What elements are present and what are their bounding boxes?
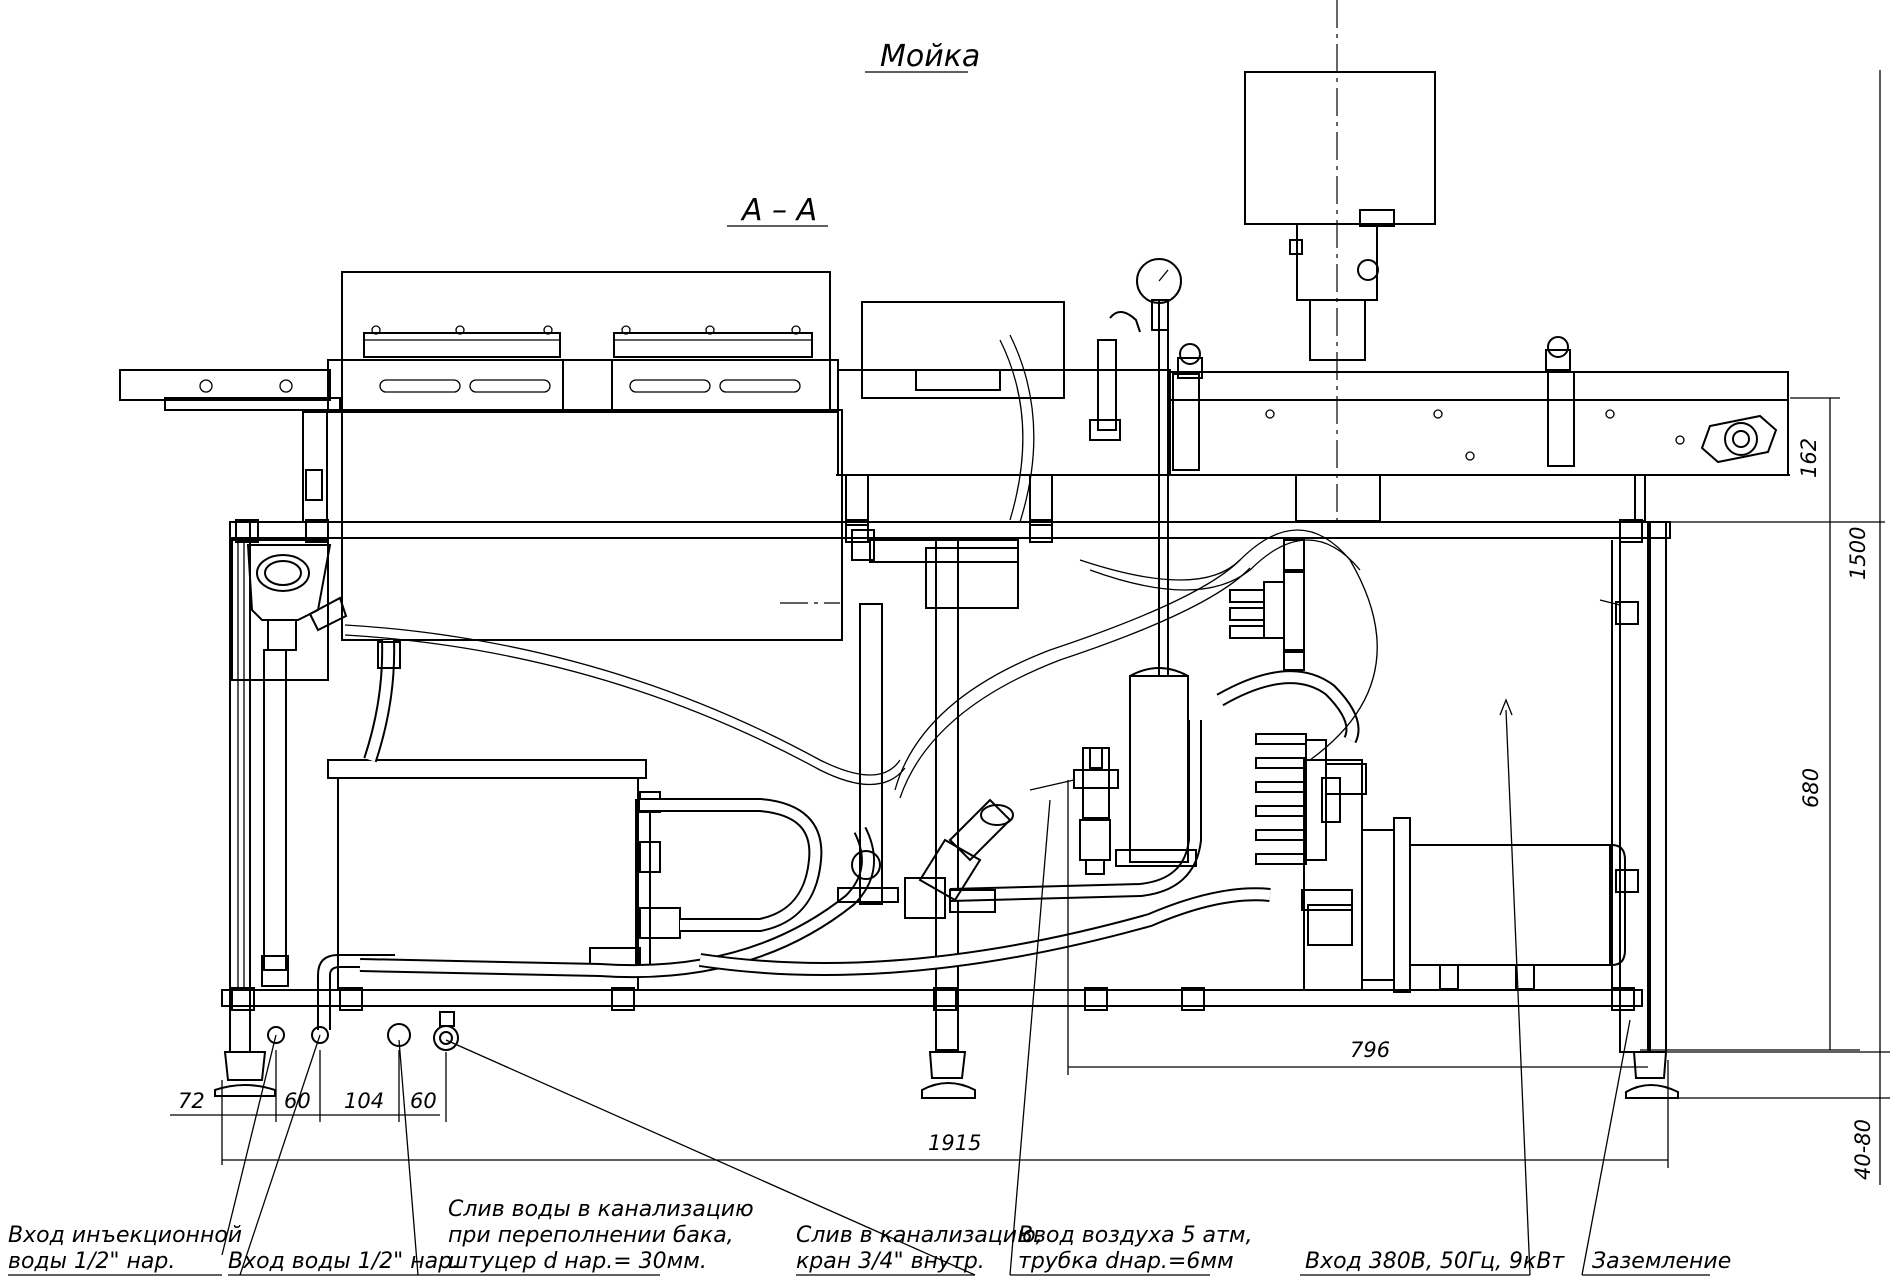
dim-680: 680 bbox=[1799, 768, 1823, 808]
dim-72: 72 bbox=[178, 1089, 205, 1113]
dim-60-b: 60 bbox=[410, 1089, 437, 1113]
title-block: Мойка А – А bbox=[727, 39, 980, 228]
callout-overflow-line3: штуцер d нар.= 30мм. bbox=[448, 1249, 707, 1274]
air-unit bbox=[1029, 258, 1197, 875]
motor bbox=[1301, 759, 1626, 993]
hoses bbox=[344, 334, 1378, 979]
rinse-section bbox=[119, 271, 843, 987]
dimensions: 72 60 104 60 1915 796 162 1500 680 40-80 bbox=[170, 70, 1890, 1185]
leader-lines bbox=[221, 698, 1631, 1276]
callout-injection-water-line1: Вход инъекционной bbox=[8, 1223, 242, 1248]
callouts: Вход инъекционной воды 1/2" нар. Вход во… bbox=[8, 1197, 1731, 1276]
callout-injection-water-line2: воды 1/2" нар. bbox=[8, 1249, 175, 1274]
capping-module bbox=[836, 71, 1790, 526]
center-lines bbox=[780, 0, 1338, 604]
callout-drain-line1: Слив в канализацию, bbox=[796, 1223, 1043, 1248]
distributor-block bbox=[1229, 539, 1367, 865]
dim-104: 104 bbox=[344, 1089, 384, 1113]
callout-air-line1: Ввод воздуха 5 атм, bbox=[1018, 1223, 1252, 1248]
dim-40-80: 40-80 bbox=[1851, 1119, 1875, 1180]
callout-water-in: Вход воды 1/2" нар. bbox=[228, 1249, 459, 1274]
drawing-title: Мойка bbox=[880, 39, 980, 74]
callout-ground: Заземление bbox=[1592, 1249, 1731, 1274]
dim-796: 796 bbox=[1350, 1038, 1390, 1062]
tank bbox=[267, 639, 681, 1051]
dim-162: 162 bbox=[1797, 438, 1821, 478]
dim-1915: 1915 bbox=[928, 1131, 981, 1155]
callout-overflow-line1: Слив воды в канализацию bbox=[448, 1197, 754, 1222]
section-label: А – А bbox=[740, 193, 817, 228]
machine-frame bbox=[214, 519, 1679, 1099]
callout-overflow-line2: при переполнении бака, bbox=[448, 1223, 734, 1248]
dim-1500: 1500 bbox=[1846, 527, 1870, 580]
pump-and-filter bbox=[837, 529, 1019, 919]
callout-power: Вход 380В, 50Гц, 9кВт bbox=[1305, 1249, 1565, 1274]
callout-drain-line2: кран 3/4" внутр. bbox=[796, 1249, 985, 1274]
callout-air-line2: трубка dнар.=6мм bbox=[1018, 1249, 1234, 1274]
